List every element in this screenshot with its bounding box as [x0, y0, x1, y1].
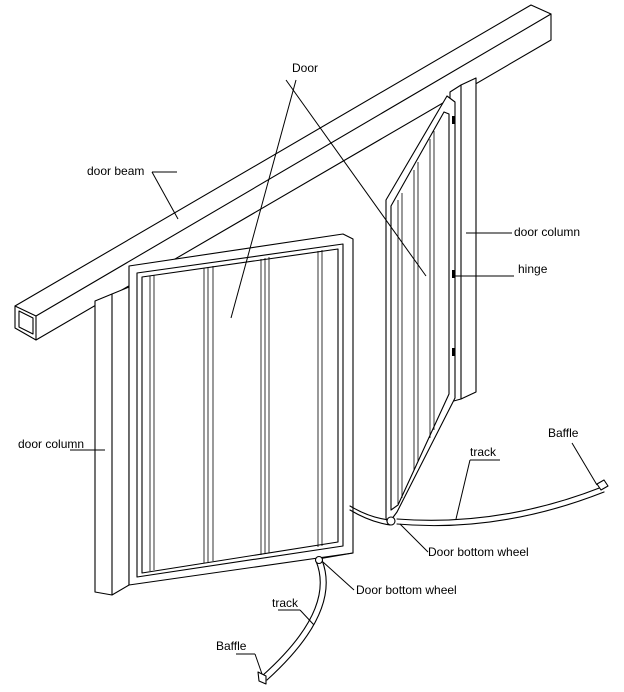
door-column-right-label: door column: [514, 225, 580, 239]
leader-lines: [70, 79, 598, 675]
baffle-right-label: Baffle: [548, 426, 579, 440]
track-right-label: track: [470, 445, 497, 459]
hinge-mark: [452, 116, 455, 124]
left-door-column: [94, 286, 130, 596]
door-column-left-label: door column: [18, 437, 84, 451]
hinge-mark: [452, 348, 455, 356]
door-beam: [14, 4, 552, 341]
door-label-top: Door: [292, 61, 318, 75]
baffle-left-label: Baffle: [216, 639, 247, 653]
hinge-label: hinge: [518, 262, 548, 276]
left-track: [257, 555, 327, 685]
hinge-mark: [452, 270, 455, 278]
right-door-column: [449, 77, 477, 403]
right-track: [349, 479, 609, 527]
door-beam-label: door beam: [87, 164, 144, 178]
right-door-panel: [385, 95, 456, 525]
track-left-label: track: [272, 596, 299, 610]
door-bottom-wheel-left-label: Door bottom wheel: [356, 583, 457, 597]
door-bottom-wheel-right-label: Door bottom wheel: [428, 545, 529, 559]
left-door-panel: [128, 233, 354, 586]
